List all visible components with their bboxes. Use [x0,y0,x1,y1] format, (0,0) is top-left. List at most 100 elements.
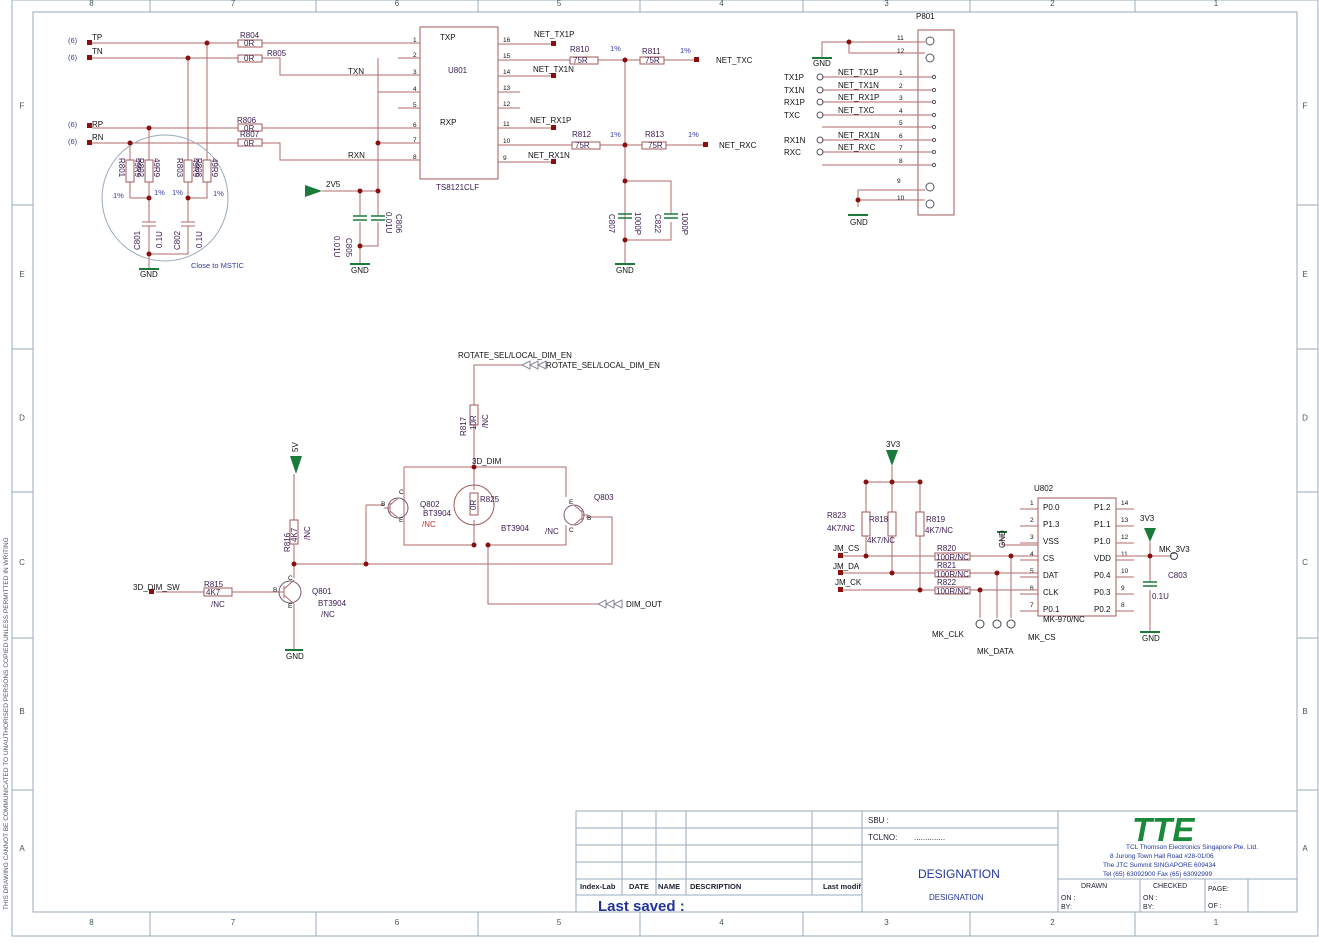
resistor-r805[interactable] [237,54,263,63]
r819-val: 4K7/NC [925,526,953,535]
col-label-top: 8 [89,0,94,8]
capacitor-c803[interactable] [1143,581,1157,587]
net-rotate-sel: ROTATE_SEL/LOCAL_DIM_EN [458,351,572,360]
r806-ref: R806 [237,116,257,125]
gnd-label: GND [813,59,831,68]
gnd-label: GND [850,218,868,227]
resistor-r815[interactable] [203,587,233,597]
r804-ref: R804 [240,31,260,40]
u802-body[interactable] [1037,497,1117,617]
u802-pin-number: 1 [1030,500,1034,507]
resistor-r807[interactable] [237,138,263,147]
p801-connector[interactable]: P801 11121TX1PNET_TX1P2TX1NNET_TX1N3RX1P… [784,12,955,227]
p801-net-label: NET_TX1N [838,81,879,90]
title-block: Index-Lab DATE NAME DESCRIPTION Last mod… [575,810,1298,915]
resistor-r804[interactable] [237,39,263,48]
u801-pin-name: RXP [440,118,456,127]
resistor-r803[interactable] [183,159,193,183]
resistor-r810[interactable] [569,56,599,65]
resistor-r822[interactable] [934,586,971,595]
u802-pin-number: 12 [1121,534,1129,541]
resistor-r823[interactable] [861,511,871,537]
row-label-left: A [19,844,25,853]
u802-pin-number: 8 [1121,602,1125,609]
resistor-r818[interactable] [887,511,897,537]
r817-val: 10R [469,415,478,430]
q802-nc: /NC [422,520,436,529]
u802-pin-number: 10 [1121,568,1129,575]
row-label-left: C [19,558,25,567]
resistor-r816[interactable] [289,519,299,545]
net-rx1p: NET_RX1P [530,116,571,125]
capacitor-c801[interactable] [142,221,156,227]
capacitor-c807[interactable] [618,213,632,219]
testpoint-mk-cs[interactable] [1006,619,1016,629]
resistor-r813[interactable] [641,141,667,150]
testpoint-mk-3v3[interactable] [1170,552,1178,560]
p801-pin-number: 1 [899,70,903,77]
resistor-r817[interactable] [469,404,479,426]
resistor-r806[interactable] [237,123,263,132]
gnd-label: GND [286,652,304,661]
p801-port-label: TX1P [784,73,804,82]
r820-val: 100R/NC [936,553,969,562]
u801-pin-number: 6 [413,122,417,129]
col-label-bottom: 3 [884,918,889,927]
u801-pin-number: 4 [413,86,417,93]
power-arrow-3v3 [886,450,898,466]
u801-pin-number: 1 [413,37,417,44]
r825-ref: R825 [480,495,500,504]
transistor-q803[interactable] [563,504,588,526]
net-jm-ck: JM_CK [835,578,862,587]
c805-ref: C805 [344,238,353,258]
net-tx1p: NET_TX1P [534,30,574,39]
c802-ref: C802 [173,230,182,250]
resistor-r820[interactable] [934,552,971,561]
row-label-left: B [19,707,24,716]
net-3v3-b: 3V3 [1140,514,1155,523]
resistor-r808[interactable] [202,159,212,183]
testpoint-mk-clk[interactable] [975,619,985,629]
r815-nc: /NC [211,600,225,609]
u802-pin-name: P0.2 [1094,605,1111,614]
col-label-top: 3 [884,0,889,8]
row-label-right: C [1302,558,1308,567]
u802-pin-number: 11 [1121,551,1128,558]
tb-of: OF : [1208,903,1222,910]
row-label-right: E [1302,270,1307,279]
resistor-r802[interactable] [144,159,154,183]
transistor-q801[interactable] [278,579,302,605]
r821-ref: R821 [937,561,957,570]
r813-tol: 1% [688,130,699,139]
resistor-r825[interactable] [469,492,479,516]
u801-pin-number: 9 [503,155,507,162]
capacitor-c806[interactable] [371,215,385,221]
col-label-top: 6 [395,0,400,8]
q803-ref: Q803 [594,493,614,502]
r811-tol: 1% [680,46,691,55]
transistor-q802[interactable] [384,497,409,519]
tb-checked-by: BY: [1143,904,1154,911]
tb-drawn-by: BY: [1061,904,1072,911]
u802-pin-number: 13 [1121,517,1129,524]
u801-pin-number: 10 [503,138,511,145]
resistor-r801[interactable] [125,159,135,183]
u802-pin-number: 9 [1121,585,1125,592]
label-mk-cs: MK_CS [1028,633,1056,642]
u802-pin-name: VDD [1094,554,1111,563]
tb-address-2: The JTC Summit SINGAPORE 609434 [1103,862,1216,869]
u802-pin-name: P0.1 [1043,605,1060,614]
testpoint-mk-data[interactable] [992,619,1002,629]
net-2v5: 2V5 [326,180,341,189]
resistor-r821[interactable] [934,569,971,578]
resistor-r812[interactable] [571,141,601,150]
capacitor-c802[interactable] [181,221,195,227]
u801-body[interactable] [419,26,499,180]
capacitor-c805[interactable] [353,215,367,221]
p801-port-label: RXC [784,148,801,157]
tb-drawn-on: ON : [1061,895,1075,902]
capacitor-c822[interactable] [664,213,678,219]
resistor-r819[interactable] [915,511,925,537]
resistor-r811[interactable] [639,56,665,65]
gnd-label: GND [140,270,158,279]
